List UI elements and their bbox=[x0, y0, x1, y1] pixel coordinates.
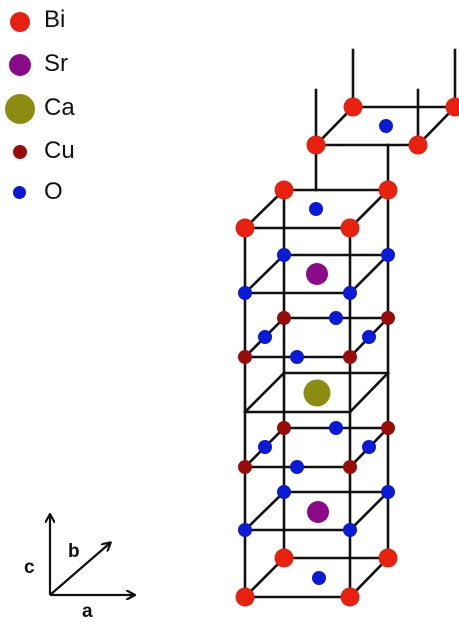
bi-atom bbox=[408, 135, 428, 155]
o-atom bbox=[290, 460, 304, 474]
o-atom bbox=[329, 421, 343, 435]
bond-line bbox=[243, 371, 286, 414]
bond-line bbox=[243, 490, 286, 532]
cu-atom bbox=[277, 311, 291, 325]
legend-item-ca: Ca bbox=[0, 87, 120, 127]
cu-atom bbox=[381, 421, 395, 435]
bi-atom bbox=[274, 180, 294, 200]
lattice-atoms bbox=[235, 97, 459, 607]
crystal-axes-indicator: c b a bbox=[24, 505, 148, 620]
legend-item-cu: Cu bbox=[0, 132, 120, 172]
legend-item-bi: Bi bbox=[0, 2, 120, 42]
o-atom bbox=[381, 248, 395, 262]
bi-atom bbox=[235, 587, 255, 607]
sr-atom-icon bbox=[9, 54, 31, 76]
o-atom bbox=[238, 286, 252, 300]
ca-atom bbox=[303, 379, 331, 407]
legend-label-cu: Cu bbox=[44, 137, 75, 164]
cu-atom bbox=[238, 460, 252, 474]
b-axis-label: b bbox=[68, 541, 80, 562]
cu-atom-icon bbox=[13, 145, 27, 159]
legend-label-ca: Ca bbox=[44, 94, 75, 121]
bi-atom bbox=[378, 180, 398, 200]
bond-line bbox=[348, 371, 390, 414]
sr-atom bbox=[307, 501, 329, 523]
element-legend: Bi Sr Ca Cu O bbox=[0, 0, 120, 210]
bond-line bbox=[348, 253, 390, 295]
ca-atom-icon bbox=[5, 94, 35, 124]
legend-item-sr: Sr bbox=[0, 45, 120, 85]
bond-line bbox=[243, 253, 286, 295]
o-atom bbox=[362, 440, 376, 454]
bi-atom-icon bbox=[10, 12, 30, 32]
o-atom bbox=[258, 330, 272, 344]
bond-line bbox=[348, 490, 390, 532]
o-atom bbox=[238, 523, 252, 537]
o-atom bbox=[381, 485, 395, 499]
bi-atom bbox=[340, 587, 360, 607]
cu-atom bbox=[238, 350, 252, 364]
o-atom bbox=[329, 311, 343, 325]
o-atom bbox=[277, 248, 291, 262]
bi-atom bbox=[445, 97, 459, 117]
o-atom bbox=[290, 350, 304, 364]
bi-atom bbox=[378, 548, 398, 568]
bi-atom bbox=[235, 218, 255, 238]
o-atom bbox=[379, 119, 393, 133]
legend-label-bi: Bi bbox=[44, 6, 66, 33]
legend-label-o: O bbox=[44, 178, 63, 205]
lattice-bonds bbox=[243, 48, 457, 599]
o-atom bbox=[309, 202, 323, 216]
cu-atom bbox=[381, 311, 395, 325]
bi-atom bbox=[343, 97, 363, 117]
cu-atom bbox=[277, 421, 291, 435]
o-atom bbox=[343, 286, 357, 300]
o-atom bbox=[312, 571, 326, 585]
o-atom bbox=[362, 330, 376, 344]
c-axis-label: c bbox=[24, 557, 35, 578]
cu-atom bbox=[343, 460, 357, 474]
b-axis-arrow bbox=[49, 543, 110, 596]
legend-item-o: O bbox=[0, 173, 120, 213]
o-atom bbox=[277, 485, 291, 499]
bi-atom bbox=[306, 135, 326, 155]
o-atom bbox=[343, 523, 357, 537]
bi-atom bbox=[340, 218, 360, 238]
cu-atom bbox=[343, 350, 357, 364]
o-atom bbox=[258, 440, 272, 454]
o-atom-icon bbox=[13, 186, 26, 199]
a-axis-label: a bbox=[82, 601, 93, 620]
bi-atom bbox=[274, 548, 294, 568]
legend-label-sr: Sr bbox=[44, 50, 68, 77]
sr-atom bbox=[306, 263, 328, 285]
